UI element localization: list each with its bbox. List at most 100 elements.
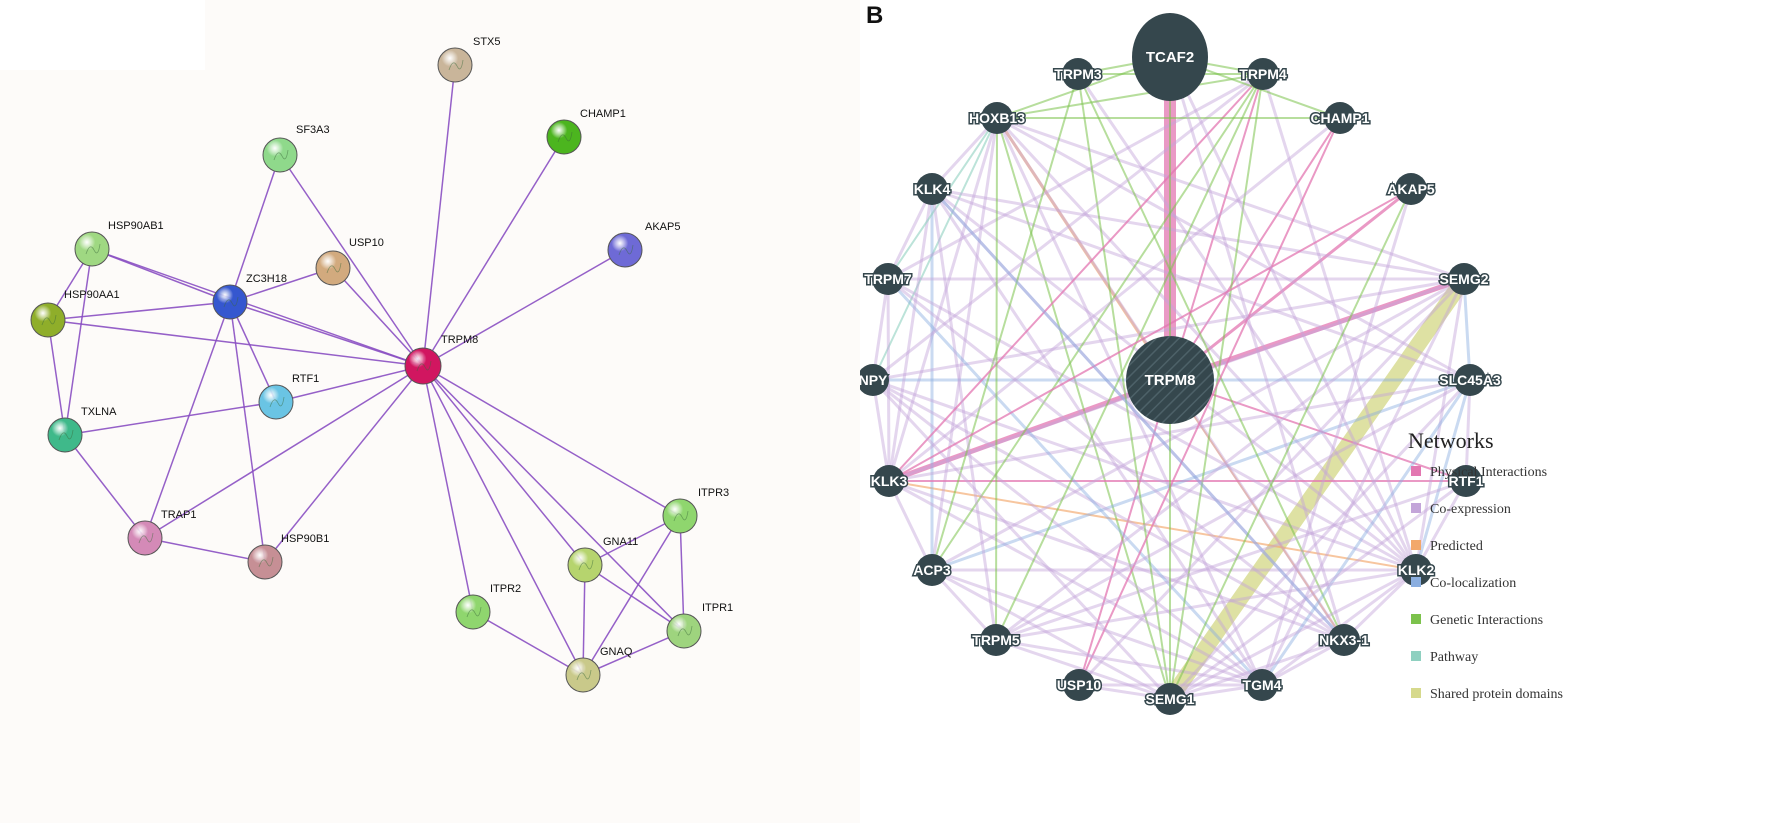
legend-swatch-physical-interactions [1411,466,1421,476]
gm-node-hoxb13[interactable]: HOXB13 [967,102,1027,134]
gm-node-label-klk3: KLK3 [871,473,908,489]
gm-node-circle-nkx3-1 [1328,624,1360,656]
node-rtf1[interactable]: RTF1 [258,373,319,420]
node-gna11[interactable]: GNA11 [567,536,638,583]
legend-title: Networks [1408,428,1494,453]
gm-node-tcaf2[interactable]: TCAF2 [1132,13,1208,101]
node-txlna[interactable]: TXLNA [47,406,117,453]
node-itpr3[interactable]: ITPR3 [662,487,729,534]
edge-coexpression-trpm7-trpm4 [886,72,1265,281]
edge-coexpression-klk3-tgm4 [887,479,1264,687]
node-sphere-hsp90b1 [247,544,283,580]
gm-node-klk3[interactable]: KLK3 [869,465,909,497]
node-itpr1[interactable]: ITPR1 [666,602,733,649]
gm-node-circle-champ1 [1324,102,1356,134]
legend-swatch-co-localization [1411,577,1421,587]
edge-genetic-trpm4-acp3 [931,73,1264,571]
edge-colocalization-slc45a3-klk2 [1414,378,1472,572]
legend-swatch-pathway [1411,651,1421,661]
gm-node-semg2[interactable]: SEMG2 [1438,263,1490,295]
node-hsp90ab1[interactable]: HSP90AB1 [74,220,164,267]
gm-node-trpm5[interactable]: TRPM5 [971,624,1021,656]
edge-coexpression-npy-semg1 [871,378,1172,701]
string-edge-gna11-gnaq [582,564,586,676]
string-edge-trpm8-rtf1 [275,365,424,403]
edge-colocalization-slc45a3-tgm4 [1260,378,1472,687]
node-hsp90aa1[interactable]: HSP90AA1 [30,289,120,338]
string-network-svg: STX5CHAMP1SF3A3AKAP5HSP90AB1USP10ZC3H18H… [0,0,860,823]
gm-node-semg1[interactable]: SEMG1 [1144,683,1196,715]
gm-node-trpm8[interactable]: TRPM8 [1126,336,1214,424]
edge-physical-trpm8-rtf1 [1169,379,1467,482]
node-label-itpr3: ITPR3 [698,487,729,499]
gm-node-klk2[interactable]: KLK2 [1396,554,1436,586]
gm-node-label-acp3: ACP3 [913,562,951,578]
edge-genetic-trpm5-hoxb13 [995,117,998,641]
node-gnaq[interactable]: GNAQ [565,646,633,693]
node-akap5[interactable]: AKAP5 [607,221,680,268]
node-hsp90b1[interactable]: HSP90B1 [247,533,329,580]
legend-item-predicted: Predicted [1411,539,1483,554]
gm-node-trpm3[interactable]: TRPM3 [1053,58,1103,90]
node-trpm8[interactable]: TRPM8 [404,334,478,385]
string-edge-zc3h18-hsp90ab1 [91,248,231,303]
node-label-trpm8: TRPM8 [441,334,478,346]
node-sphere-gna11 [567,547,603,583]
edge-coexpression-klk4-slc45a3 [930,187,1472,382]
string-edge-trpm8-itpr1 [422,365,685,632]
gm-node-trpm7[interactable]: TRPM7 [863,263,913,295]
node-stx5[interactable]: STX5 [437,36,501,83]
gm-node-klk4[interactable]: KLK4 [912,173,952,205]
gm-node-champ1[interactable]: CHAMP1 [1309,102,1371,134]
gm-node-akap5[interactable]: AKAP5 [1386,173,1436,205]
string-edge-itpr3-itpr1 [679,515,685,632]
gm-node-tgm4[interactable]: TGM4 [1241,669,1283,701]
legend-swatch-co-expression [1411,503,1421,513]
gm-node-label-nkx3-1: NKX3-1 [1319,632,1369,648]
legend-item-co-expression: Co-expression [1411,502,1511,517]
node-sphere-akap5 [607,232,643,268]
node-zc3h18[interactable]: ZC3H18 [212,273,287,320]
node-usp10[interactable]: USP10 [315,237,384,286]
node-champ1[interactable]: CHAMP1 [546,108,626,155]
string-edge-hsp90aa1-txlna [47,319,66,436]
gm-node-circle-tcaf2 [1132,13,1208,101]
gm-node-slc45a3[interactable]: SLC45A3 [1438,364,1502,396]
gm-node-label-champ1: CHAMP1 [1310,110,1369,126]
gm-node-label-usp10: USP10 [1057,677,1102,693]
edge-coexpression-klk3-slc45a3 [887,378,1472,483]
gm-node-acp3[interactable]: ACP3 [912,554,952,586]
gm-node-label-hoxb13: HOXB13 [969,110,1025,126]
edge-coexpression-rtf1-semg1 [1168,479,1468,701]
gm-node-usp10[interactable]: USP10 [1055,669,1103,701]
string-edge-trpm8-gna11 [422,365,586,566]
node-structure-usp10 [326,262,342,274]
gm-node-label-trpm8: TRPM8 [1145,372,1196,389]
edge-coexpression-klk4-trpm5 [930,187,998,642]
node-structure-hsp90b1 [258,556,274,568]
gm-node-label-klk2: KLK2 [1398,562,1435,578]
gm-node-npy[interactable]: NPY [860,364,890,396]
edge-coexpression-trpm4-klk2 [1261,72,1418,572]
node-trap1[interactable]: TRAP1 [127,509,196,556]
edge-coexpression-hoxb13-klk2 [995,116,1418,572]
node-sphere-itpr2 [455,594,491,630]
string-edge-trpm8-akap5 [422,249,626,367]
legend-swatch-shared-protein-domains [1411,688,1421,698]
gm-node-circle-hoxb13 [981,102,1013,134]
node-itpr2[interactable]: ITPR2 [455,583,521,630]
gm-node-circle-npy [860,364,889,396]
gm-node-circle-semg1 [1154,683,1186,715]
node-label-itpr1: ITPR1 [702,602,733,614]
edge-coexpression-npy-nkx3-1 [871,378,1346,642]
gm-node-label-tcaf2: TCAF2 [1146,49,1194,66]
node-sf3a3[interactable]: SF3A3 [262,124,330,173]
edge-coexpression-npy-tgm4 [871,378,1264,687]
node-structure-itpr3 [673,510,689,522]
gm-node-trpm4[interactable]: TRPM4 [1238,58,1288,90]
gm-node-rtf1[interactable]: RTF1 [1447,465,1485,497]
legend-label-predicted: Predicted [1430,539,1483,554]
node-structure-hsp90ab1 [85,243,101,255]
gm-node-nkx3-1[interactable]: NKX3-1 [1318,624,1371,656]
